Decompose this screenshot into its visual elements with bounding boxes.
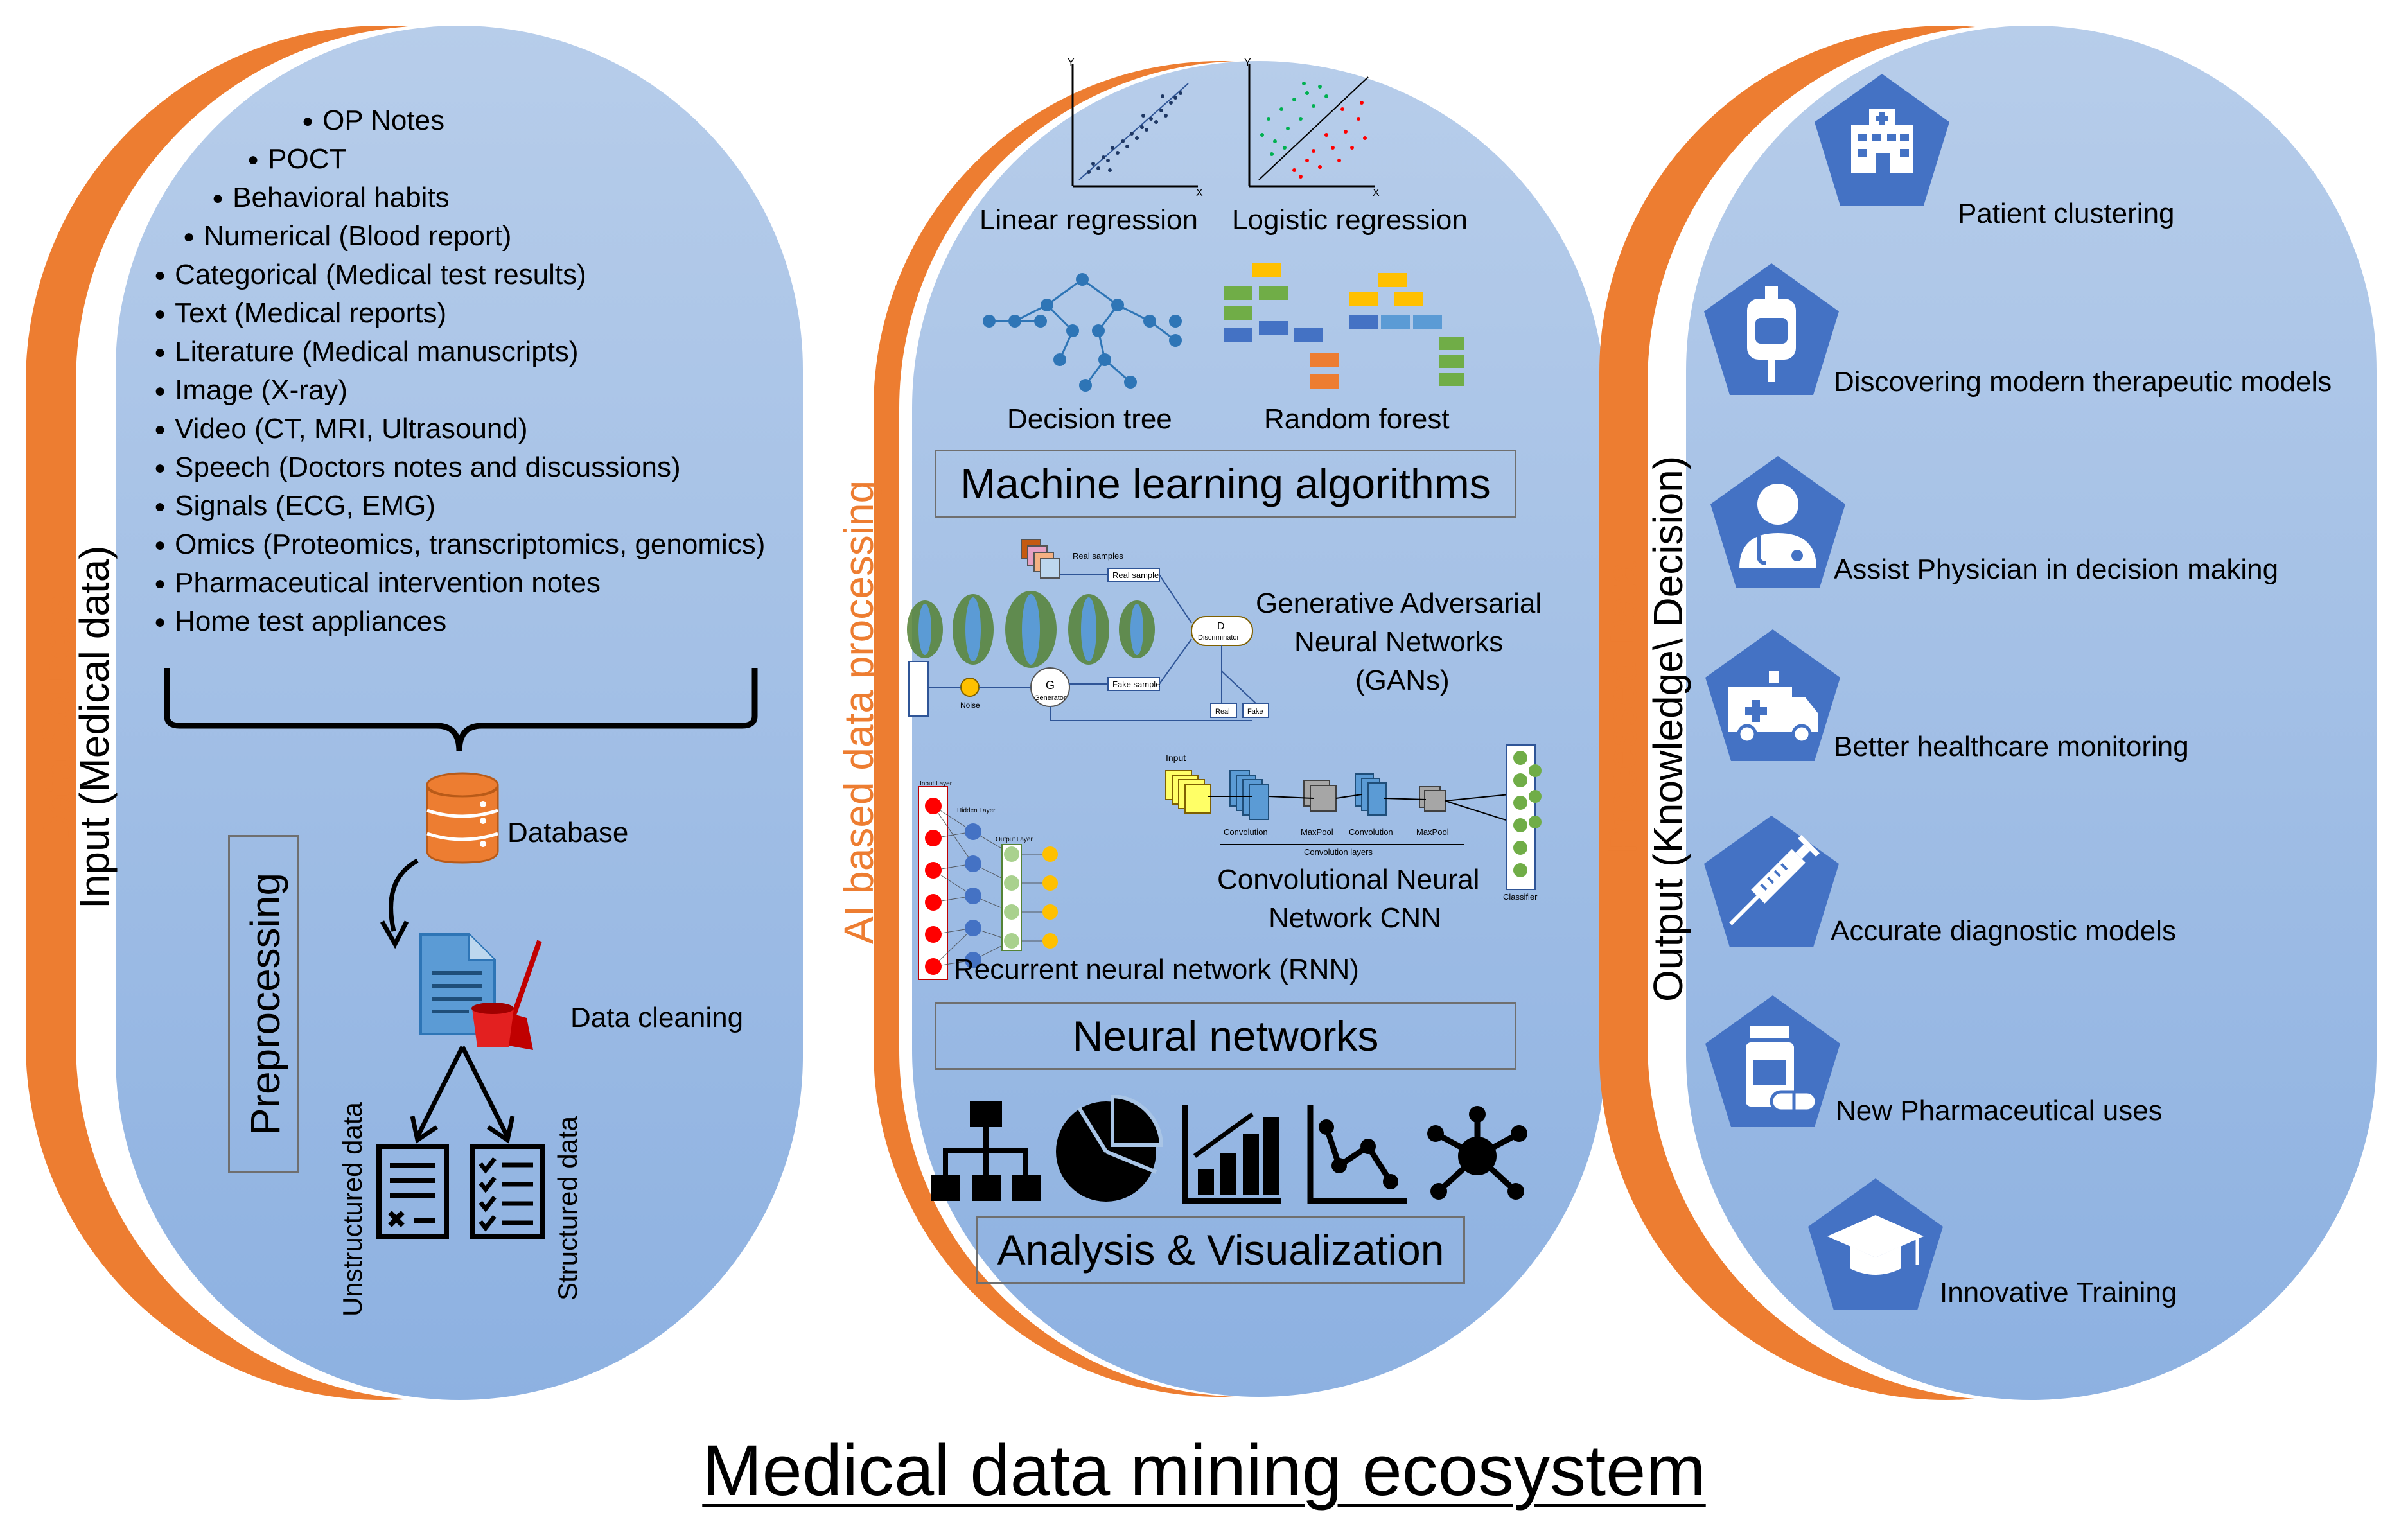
page-title: Medical data mining ecosystem (0, 1429, 2408, 1512)
broom-bucket-icon (471, 940, 542, 1050)
cnn-label-line2: Network CNN (1269, 902, 1441, 934)
neural-networks-text: Neural networks (1072, 1012, 1379, 1060)
list-item: Video (CT, MRI, Ultrasound) (154, 411, 527, 450)
list-item: Signals (ECG, EMG) (154, 488, 435, 527)
bar-chart-icon (1182, 1105, 1281, 1204)
output-item-label: Patient clustering (1958, 198, 2175, 229)
unstructured-data-label: Unstructured data (337, 1102, 367, 1317)
linear-regression-plot: X Y (1068, 58, 1203, 198)
cnn-maxpool-label: MaxPool (1416, 827, 1449, 837)
pie-chart-icon (1056, 1095, 1163, 1202)
ai-processing-label: AI based data processing (836, 480, 882, 944)
list-item: Home test appliances (154, 604, 446, 643)
analysis-visualization-text: Analysis & Visualization (997, 1226, 1445, 1274)
page-title-text: Medical data mining ecosystem (702, 1430, 1706, 1511)
gan-diagram-icon: Real sample Real samples D Discriminator… (907, 539, 1269, 721)
list-item: POCT (247, 141, 346, 180)
decision-tree-label: Decision tree (1007, 403, 1172, 435)
graduation-cap-icon (1808, 1178, 1943, 1310)
gan-generator-label: Generator (1034, 694, 1066, 702)
gan-real-label: Real (1215, 708, 1230, 715)
list-item: OP Notes (302, 103, 444, 142)
cnn-convolution-label: Convolution (1224, 827, 1268, 837)
gan-d-label: D (1217, 621, 1225, 632)
y-axis-label: Y (1244, 58, 1251, 68)
rnn-diagram-icon: Input Layer Hidden Layer Output Layer (918, 780, 1058, 980)
gan-g-label: G (1046, 679, 1055, 692)
rnn-hidden-layer-label: Hidden Layer (957, 807, 996, 814)
hospital-icon (1815, 74, 1949, 206)
gan-fake-label: Fake (1247, 708, 1263, 715)
output-item-label: Discovering modern therapeutic models (1834, 366, 2332, 398)
gan-label-line2: Neural Networks (1294, 626, 1504, 658)
cnn-label-line1: Convolutional Neural (1217, 864, 1480, 895)
preprocessing-label: Preprocessing (242, 872, 288, 1135)
gan-fake-sample-label: Fake sample (1112, 679, 1160, 689)
data-cleaning-label: Data cleaning (570, 1002, 744, 1033)
gan-real-samples-label: Real samples (1073, 551, 1123, 561)
output-item-label: Innovative Training (1940, 1277, 2177, 1308)
hierarchy-icon (931, 1101, 1041, 1201)
syringe-icon (1704, 816, 1839, 947)
database-label: Database (507, 817, 629, 848)
network-icon (1427, 1106, 1527, 1200)
ml-algorithms-header: Machine learning algorithms (935, 450, 1516, 518)
line-chart-icon (1307, 1105, 1407, 1204)
output-item-label: Accurate diagnostic models (1831, 915, 2177, 947)
gan-discriminator-label: Discriminator (1198, 634, 1240, 642)
cnn-diagram-icon: Input Convolution MaxPool Convolution Ma… (1165, 744, 1542, 902)
unstructured-doc-icon (376, 1144, 449, 1239)
list-item: Omics (Proteomics, transcriptomics, geno… (154, 527, 765, 566)
neural-networks-header: Neural networks (935, 1002, 1516, 1070)
structured-checklist-icon (470, 1144, 545, 1239)
database-icon (426, 772, 499, 864)
cnn-conv-layers-label: Convolution layers (1304, 847, 1373, 857)
processed-data-label: Processed Data (1599, 561, 1645, 854)
split-arrows (410, 1046, 515, 1144)
sources-brace (164, 668, 758, 752)
output-knowledge-label: Output (Knowledge\ Decision) (1645, 455, 1691, 1002)
rnn-input-layer-label: Input Layer (920, 780, 953, 787)
gan-noise-label: Noise (960, 701, 980, 710)
analysis-visualization-header: Analysis & Visualization (976, 1216, 1465, 1284)
ambulance-icon (1705, 629, 1840, 761)
iv-bag-icon (1704, 263, 1839, 395)
preprocessing-box: Preprocessing (228, 835, 299, 1173)
random-forest-label: Random forest (1264, 403, 1450, 435)
cnn-classifier-label: Classifier (1503, 892, 1538, 902)
rnn-output-layer-label: Output Layer (996, 836, 1033, 843)
list-item: Pharmaceutical intervention notes (154, 565, 601, 604)
list-item: Image (X-ray) (154, 372, 347, 412)
output-item-label: Better healthcare monitoring (1834, 731, 2189, 762)
logistic-regression-label: Logistic regression (1232, 204, 1468, 236)
rnn-label: Recurrent neural network (RNN) (954, 954, 1359, 985)
list-item: Categorical (Medical test results) (154, 257, 586, 296)
cnn-convolution-label: Convolution (1349, 827, 1393, 837)
x-axis-label: X (1196, 188, 1203, 198)
linear-regression-label: Linear regression (980, 204, 1198, 236)
list-item: Behavioral habits (212, 180, 450, 219)
logistic-regression-plot: X Y (1244, 58, 1380, 198)
list-item: Text (Medical reports) (154, 295, 446, 335)
cnn-maxpool-label: MaxPool (1301, 827, 1333, 837)
random-forest-icon (1224, 263, 1464, 389)
list-item: Literature (Medical manuscripts) (154, 334, 578, 373)
ml-algorithms-text: Machine learning algorithms (960, 460, 1491, 507)
y-axis-label: Y (1068, 58, 1075, 68)
gan-label-line1: Generative Adversarial (1256, 588, 1542, 619)
gan-real-sample-label: Real sample (1112, 570, 1159, 580)
physician-icon (1710, 456, 1845, 588)
input-medical-data-label: Input (Medical data) (71, 545, 118, 909)
pill-bottle-icon (1705, 995, 1840, 1127)
curved-arrow-icon (380, 858, 419, 949)
list-item: Numerical (Blood report) (183, 218, 511, 258)
structured-data-label: Structured data (552, 1116, 583, 1301)
output-item-label: New Pharmaceutical uses (1836, 1095, 2163, 1126)
x-axis-label: X (1373, 188, 1380, 198)
decision-tree-icon (983, 273, 1182, 392)
list-item: Speech (Doctors notes and discussions) (154, 450, 681, 489)
output-item-label: Assist Physician in decision making (1834, 554, 2279, 585)
gan-label-line3: (GANs) (1355, 665, 1450, 696)
cnn-input-label: Input (1166, 753, 1186, 763)
